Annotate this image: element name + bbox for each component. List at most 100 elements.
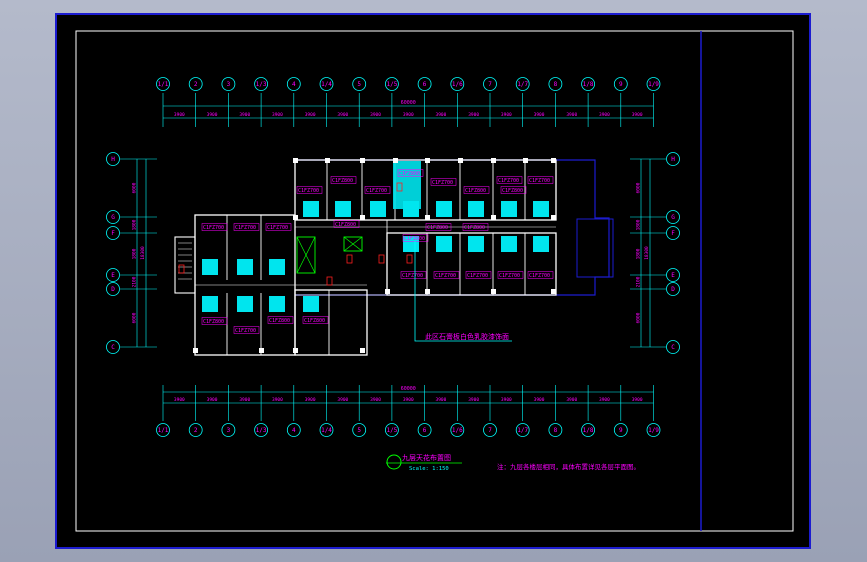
axis-bubble bbox=[548, 423, 563, 437]
elevator-shaft bbox=[296, 236, 316, 274]
room-label-box bbox=[425, 223, 452, 231]
dimension-text: 3900 bbox=[305, 397, 316, 403]
drawing-note: 注：九层各楼层相同，具体布置详见各层平面图。 bbox=[497, 462, 640, 471]
left-bottom-wall bbox=[294, 289, 368, 356]
axis-bubble-left bbox=[106, 226, 120, 240]
axis-bubble bbox=[221, 423, 236, 437]
room-label: C1FZ700 bbox=[203, 225, 224, 231]
structural-column bbox=[193, 348, 198, 353]
axis-bubble bbox=[352, 423, 367, 437]
room-label-box bbox=[402, 234, 429, 242]
room-label: C1FZ700 bbox=[267, 225, 288, 231]
room-label-box bbox=[267, 316, 294, 324]
structural-column bbox=[425, 289, 430, 294]
structural-column bbox=[385, 289, 390, 294]
dimension-text: 3900 bbox=[632, 397, 643, 403]
room-label: C1FZ700 bbox=[402, 273, 423, 279]
dimension-total-right: 18300 bbox=[644, 246, 650, 260]
structural-column bbox=[551, 215, 556, 220]
axis-bubble bbox=[581, 423, 595, 437]
axis-bubble-right bbox=[666, 152, 680, 166]
room-label-box bbox=[463, 186, 490, 194]
room-label-box bbox=[497, 271, 524, 279]
axis-bubble bbox=[646, 77, 661, 91]
dimension-text: 3900 bbox=[239, 397, 250, 403]
room-label-box bbox=[201, 223, 228, 231]
room-label-box bbox=[462, 223, 489, 231]
structural-column bbox=[293, 348, 298, 353]
inner-border bbox=[75, 30, 794, 532]
building-plan bbox=[174, 158, 614, 356]
room-label-box bbox=[233, 223, 260, 231]
door-mark bbox=[378, 254, 385, 264]
dimension-text: 3900 bbox=[599, 112, 610, 118]
axis-label: 5 bbox=[357, 427, 361, 434]
axis-bubble bbox=[156, 423, 170, 437]
dimension-total: 60000 bbox=[401, 100, 416, 106]
room-label-box bbox=[201, 317, 228, 325]
axis-label: 6 bbox=[423, 427, 427, 434]
room-label: C1FZ700 bbox=[529, 273, 550, 279]
dimension-text: 3900 bbox=[436, 397, 447, 403]
door-mark bbox=[406, 254, 413, 264]
axis-label-left: G bbox=[111, 214, 115, 221]
room-label-box bbox=[500, 186, 527, 194]
room-label-box bbox=[333, 220, 360, 228]
bathroom-fixture bbox=[237, 296, 253, 312]
room-label-box bbox=[496, 176, 523, 184]
room-label-box bbox=[397, 169, 424, 177]
dimension-text: 3900 bbox=[207, 112, 218, 118]
dimension-text: 3900 bbox=[174, 397, 185, 403]
elevator-cross bbox=[296, 236, 316, 274]
room-label: C1FZ800 bbox=[399, 171, 420, 177]
axis-label-right: E bbox=[671, 272, 675, 279]
room-label: C1FZ700 bbox=[235, 225, 256, 231]
elevator-cross bbox=[343, 236, 363, 252]
axis-bubble-left bbox=[106, 282, 120, 296]
dimension-text: 3900 bbox=[566, 397, 577, 403]
structural-column bbox=[425, 158, 430, 163]
axis-label: 1/7 bbox=[517, 427, 528, 434]
axis-bubble-right bbox=[666, 340, 680, 354]
axis-label-left: C bbox=[111, 344, 115, 351]
bathroom-fixture bbox=[202, 259, 218, 275]
room-label: C1FZ700 bbox=[432, 180, 453, 186]
axis-label: 1/5 bbox=[386, 427, 397, 434]
elevator-shaft bbox=[343, 236, 363, 252]
axis-label: 7 bbox=[488, 427, 492, 434]
bathroom-fixture bbox=[335, 201, 351, 217]
axis-bubble bbox=[613, 77, 628, 91]
dimension-text: 3900 bbox=[207, 397, 218, 403]
dimension-text-left: 1800 bbox=[132, 219, 138, 230]
room-label: C1FZ700 bbox=[498, 178, 519, 184]
drawing-scale: Scale: 1:150 bbox=[409, 466, 449, 472]
room-label-box bbox=[527, 176, 554, 184]
dimension-text: 3900 bbox=[174, 112, 185, 118]
axis-label: 2 bbox=[194, 427, 198, 434]
door-mark bbox=[346, 254, 353, 264]
structural-column bbox=[259, 348, 264, 353]
room-label: C1FZ700 bbox=[235, 328, 256, 334]
bathroom-fixture bbox=[202, 296, 218, 312]
dimension-text: 3900 bbox=[468, 112, 479, 118]
dimension-text: 3900 bbox=[403, 397, 414, 403]
axis-label: 8 bbox=[554, 81, 558, 88]
axis-bubble bbox=[254, 77, 269, 91]
axis-bubble bbox=[254, 423, 269, 437]
axis-grid-sides: HGFEDC6000180018002100600018300HGFEDC600… bbox=[106, 152, 680, 354]
dimension-text: 3900 bbox=[534, 112, 545, 118]
balcony-outline bbox=[576, 218, 614, 278]
bathroom-fixture bbox=[501, 201, 517, 217]
dimension-text: 3900 bbox=[370, 397, 381, 403]
room-label-box bbox=[302, 316, 329, 324]
bathroom-fixture bbox=[468, 236, 484, 252]
dimension-text: 3900 bbox=[370, 112, 381, 118]
axis-bubble bbox=[646, 423, 661, 437]
door-mark bbox=[396, 182, 403, 192]
axis-bubble bbox=[188, 77, 203, 91]
axis-label: 2 bbox=[194, 81, 198, 88]
axis-label: 9 bbox=[619, 427, 623, 434]
axis-bubble bbox=[581, 77, 595, 91]
axis-label-right: C bbox=[671, 344, 675, 351]
